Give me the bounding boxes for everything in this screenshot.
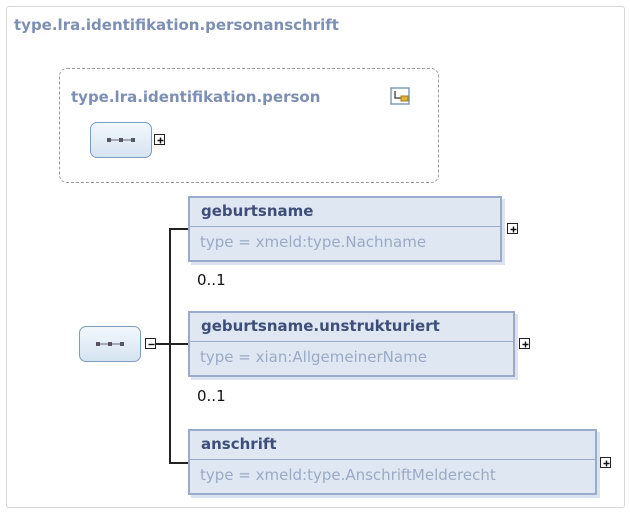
connector-branch: [169, 343, 189, 345]
separator: [190, 341, 513, 342]
expand-icon[interactable]: [507, 223, 518, 234]
separator: [190, 459, 595, 460]
complex-type-icon: [390, 87, 416, 107]
element-name: geburtsname.unstrukturiert: [201, 317, 440, 335]
element-type: type = xmeld:type.AnschriftMelderecht: [200, 466, 496, 484]
group-title: type.lra.identifikation.person: [71, 88, 321, 106]
expand-icon[interactable]: [154, 134, 165, 145]
element-name: geburtsname: [201, 202, 314, 220]
group-box: [59, 68, 439, 183]
diagram-title: type.lra.identifikation.personanschrift: [14, 16, 339, 34]
element-anschrift[interactable]: anschrift type = xmeld:type.AnschriftMel…: [188, 429, 597, 495]
connector-branch: [169, 228, 189, 230]
expand-icon[interactable]: [600, 457, 611, 468]
element-type: type = xmeld:type.Nachname: [200, 233, 427, 251]
group-sequence-icon[interactable]: [90, 122, 152, 158]
separator: [190, 226, 500, 227]
cardinality: 0..1: [197, 271, 226, 289]
connector-line: [156, 343, 170, 345]
element-geburtsname[interactable]: geburtsname type = xmeld:type.Nachname: [188, 196, 502, 262]
main-sequence-icon[interactable]: [79, 326, 141, 362]
collapse-icon[interactable]: [145, 338, 156, 349]
element-name: anschrift: [201, 435, 277, 453]
cardinality: 0..1: [197, 387, 226, 405]
element-type: type = xian:AllgemeinerName: [200, 348, 427, 366]
element-geburtsname-unstrukturiert[interactable]: geburtsname.unstrukturiert type = xian:A…: [188, 311, 515, 377]
connector-trunk: [169, 228, 171, 463]
expand-icon[interactable]: [519, 338, 530, 349]
connector-branch: [169, 462, 189, 464]
